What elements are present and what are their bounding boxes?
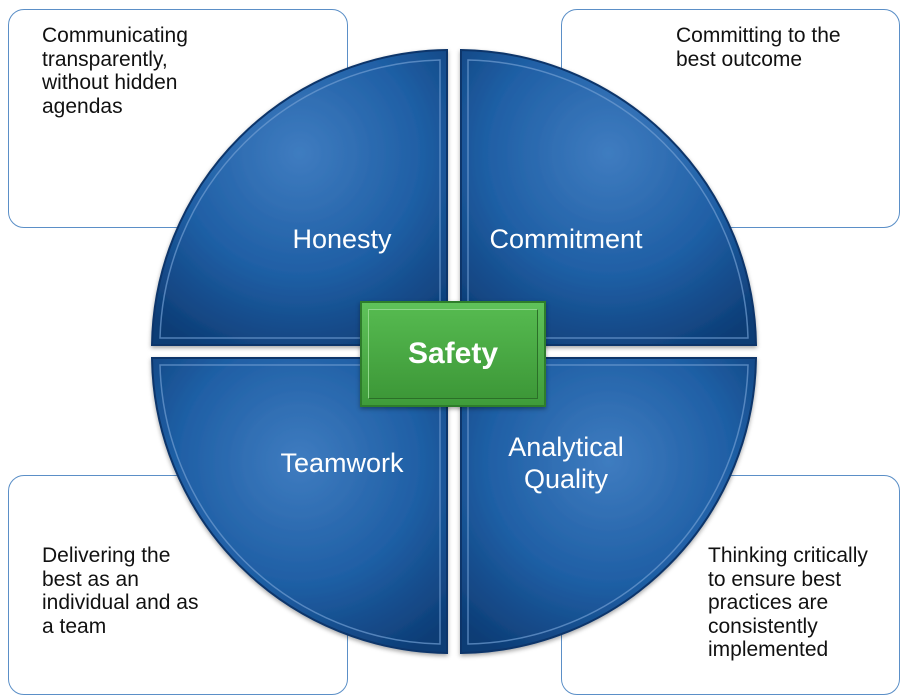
description-commitment: Committing to the best outcome xyxy=(676,24,841,71)
description-honesty: Communicating transparently, without hid… xyxy=(42,24,188,118)
quadrant-label-teamwork: Teamwork xyxy=(280,448,404,478)
quadrant-label-honesty: Honesty xyxy=(292,224,392,254)
quadrant-label-commitment: Commitment xyxy=(489,224,643,254)
quadrant-commitment xyxy=(460,48,758,346)
description-teamwork: Delivering the best as an individual and… xyxy=(42,544,199,638)
quadrant-honesty xyxy=(150,48,448,346)
quadrant-teamwork xyxy=(150,357,448,655)
center-box-inner: Safety xyxy=(368,309,538,399)
center-box-safety: Safety xyxy=(360,301,546,407)
quadrant-label-analytical-line1: Analytical xyxy=(508,432,624,462)
center-label: Safety xyxy=(407,337,499,370)
description-analytical-quality: Thinking critically to ensure best pract… xyxy=(708,544,868,661)
quadrant-label-analytical-line2: Quality xyxy=(524,464,609,494)
quadrant-analytical-quality xyxy=(460,357,758,655)
